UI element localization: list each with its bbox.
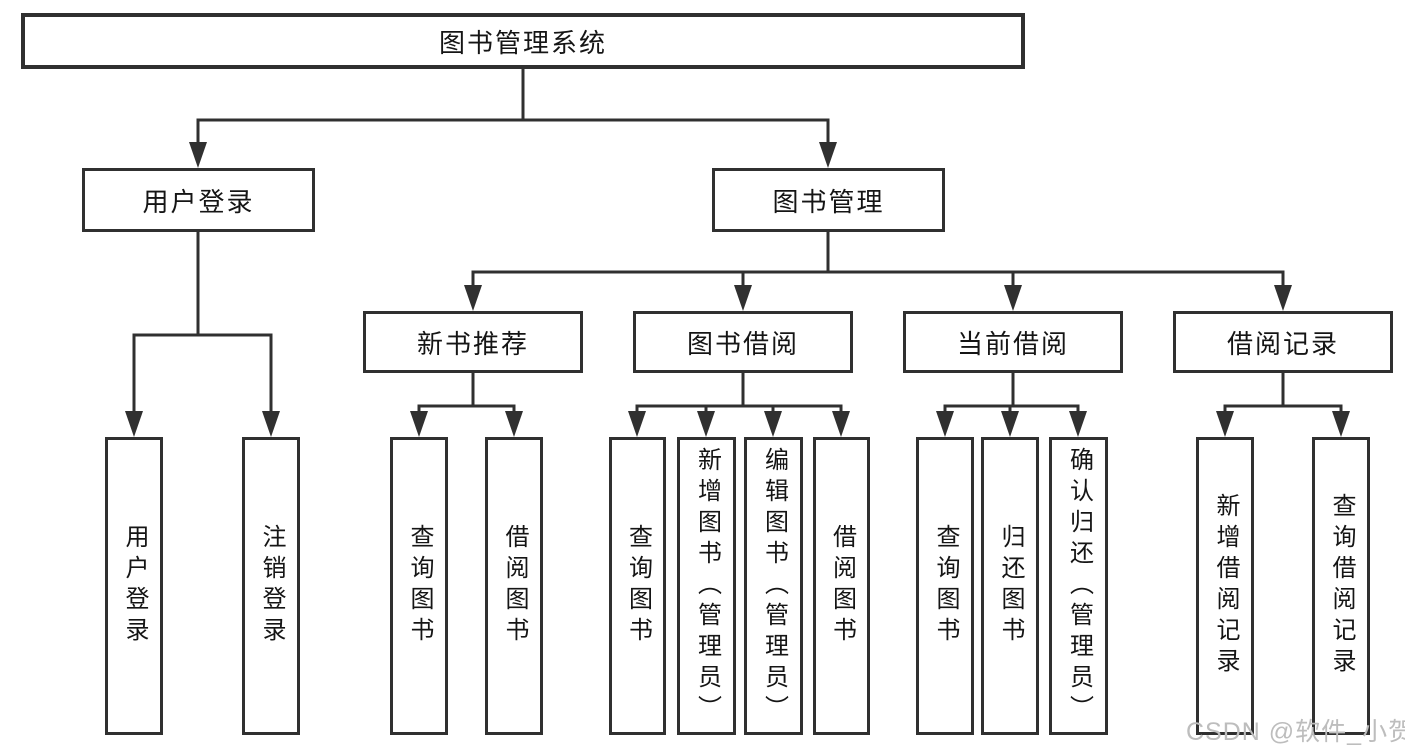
leaf-records-add-record: 新增借阅记录 — [1196, 437, 1254, 735]
node-user-login: 用户登录 — [82, 168, 315, 232]
leaf-logout: 注销登录 — [242, 437, 300, 735]
leaf-current-return-books: 归还图书 — [981, 437, 1039, 735]
leaf-recommend-borrow-books: 借阅图书 — [485, 437, 543, 735]
node-current-borrow: 当前借阅 — [903, 311, 1123, 373]
node-new-book-recommend: 新书推荐 — [363, 311, 583, 373]
leaf-records-query-record: 查询借阅记录 — [1312, 437, 1370, 735]
leaf-borrow-borrow-books: 借阅图书 — [813, 437, 870, 735]
leaf-borrow-edit-books-admin: 编辑图书（管理员） — [744, 437, 803, 735]
leaf-recommend-query-books: 查询图书 — [390, 437, 448, 735]
leaf-current-confirm-return-admin: 确认归还（管理员） — [1049, 437, 1108, 735]
leaf-current-query-books: 查询图书 — [916, 437, 974, 735]
node-book-management: 图书管理 — [712, 168, 945, 232]
leaf-borrow-query-books: 查询图书 — [609, 437, 666, 735]
node-book-borrow: 图书借阅 — [633, 311, 853, 373]
leaf-borrow-add-books-admin: 新增图书（管理员） — [677, 437, 736, 735]
csdn-watermark: CSDN @软件_小贺同学 — [1186, 718, 1405, 746]
leaf-user-login: 用户登录 — [105, 437, 163, 735]
node-library-management-system: 图书管理系统 — [21, 13, 1025, 69]
node-borrow-records: 借阅记录 — [1173, 311, 1393, 373]
